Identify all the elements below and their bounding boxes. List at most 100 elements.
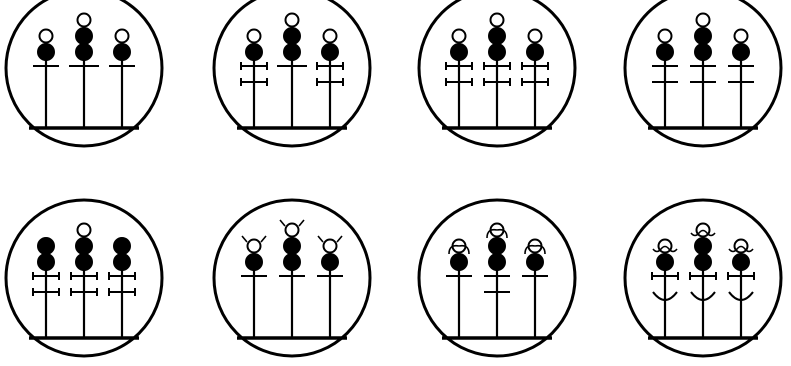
filled-dot xyxy=(113,237,131,255)
glyph-stem xyxy=(483,12,511,128)
open-ring xyxy=(489,12,505,28)
ray-mark xyxy=(336,235,343,243)
glyph-stem xyxy=(109,28,135,128)
glyph-panel xyxy=(212,198,372,358)
filled-dot xyxy=(113,253,131,271)
glyph-stem xyxy=(240,28,268,128)
filled-dot xyxy=(283,43,301,61)
glyph-stem xyxy=(279,219,305,338)
filled-dot xyxy=(526,43,544,61)
filled-dot xyxy=(37,237,55,255)
filled-dot xyxy=(75,253,93,271)
cup-mark xyxy=(690,291,716,301)
filled-dot xyxy=(75,237,93,255)
filled-dot xyxy=(488,27,506,45)
cup-mark xyxy=(728,291,754,301)
ray-mark xyxy=(317,235,324,243)
wave-mark xyxy=(728,245,754,253)
open-ring xyxy=(695,12,711,28)
glyph-stem xyxy=(445,28,473,128)
glyph-stem xyxy=(522,238,548,338)
filled-dot xyxy=(283,253,301,271)
glyph-panel xyxy=(417,0,577,148)
hood-mark xyxy=(534,244,546,255)
ray-mark xyxy=(260,235,267,243)
glyph-panel xyxy=(212,0,372,148)
open-ring xyxy=(114,28,130,44)
open-ring xyxy=(76,12,92,28)
filled-dot xyxy=(75,27,93,45)
glyph-stem xyxy=(690,12,716,128)
hood-mark xyxy=(486,228,498,239)
glyph-panel xyxy=(417,198,577,358)
filled-dot xyxy=(694,253,712,271)
filled-dot xyxy=(694,237,712,255)
wave-mark xyxy=(690,229,716,237)
open-ring xyxy=(451,28,467,44)
open-ring xyxy=(246,238,262,254)
filled-dot xyxy=(450,43,468,61)
glyph-stem xyxy=(241,235,267,338)
hood-mark xyxy=(496,228,508,239)
open-ring xyxy=(76,222,92,238)
glyph-stem xyxy=(728,28,754,128)
glyph-stem xyxy=(484,222,510,338)
wave-mark xyxy=(652,245,678,253)
filled-dot xyxy=(245,43,263,61)
hood-mark xyxy=(524,244,536,255)
open-ring xyxy=(657,28,673,44)
filled-dot xyxy=(450,253,468,271)
glyph-stem xyxy=(70,222,98,338)
open-ring xyxy=(246,28,262,44)
glyph-stem xyxy=(277,12,307,128)
filled-dot xyxy=(245,253,263,271)
open-ring xyxy=(322,238,338,254)
filled-dot xyxy=(321,253,339,271)
glyph-stem xyxy=(521,28,549,128)
ray-mark xyxy=(241,235,248,243)
open-ring xyxy=(38,28,54,44)
glyph-stem xyxy=(33,28,59,128)
filled-dot xyxy=(321,43,339,61)
filled-dot xyxy=(488,253,506,271)
glyph-stem xyxy=(651,238,679,338)
filled-dot xyxy=(694,27,712,45)
glyph-stem xyxy=(32,237,60,338)
filled-dot xyxy=(694,43,712,61)
glyph-stem xyxy=(317,235,343,338)
filled-dot xyxy=(37,253,55,271)
filled-dot xyxy=(37,43,55,61)
glyph-stem xyxy=(652,28,678,128)
glyph-panel xyxy=(623,198,783,358)
filled-dot xyxy=(113,43,131,61)
glyph-stem xyxy=(446,238,472,338)
glyph-stem xyxy=(689,222,717,338)
open-ring xyxy=(284,222,300,238)
cup-mark xyxy=(652,291,678,301)
filled-dot xyxy=(526,253,544,271)
glyph-panel xyxy=(4,0,164,148)
open-ring xyxy=(322,28,338,44)
filled-dot xyxy=(488,43,506,61)
open-ring xyxy=(733,28,749,44)
ray-mark xyxy=(279,219,286,227)
filled-dot xyxy=(75,43,93,61)
glyph-panel xyxy=(4,198,164,358)
hood-mark xyxy=(458,244,470,255)
filled-dot xyxy=(732,43,750,61)
filled-dot xyxy=(283,237,301,255)
glyph-stem xyxy=(316,28,344,128)
glyph-stem xyxy=(727,238,755,338)
glyph-stem xyxy=(108,237,136,338)
filled-dot xyxy=(488,237,506,255)
open-ring xyxy=(284,12,300,28)
ray-mark xyxy=(298,219,305,227)
filled-dot xyxy=(732,253,750,271)
hood-mark xyxy=(448,244,460,255)
glyph-stem xyxy=(69,12,99,128)
open-ring xyxy=(527,28,543,44)
glyph-panel xyxy=(623,0,783,148)
filled-dot xyxy=(656,253,674,271)
filled-dot xyxy=(283,27,301,45)
